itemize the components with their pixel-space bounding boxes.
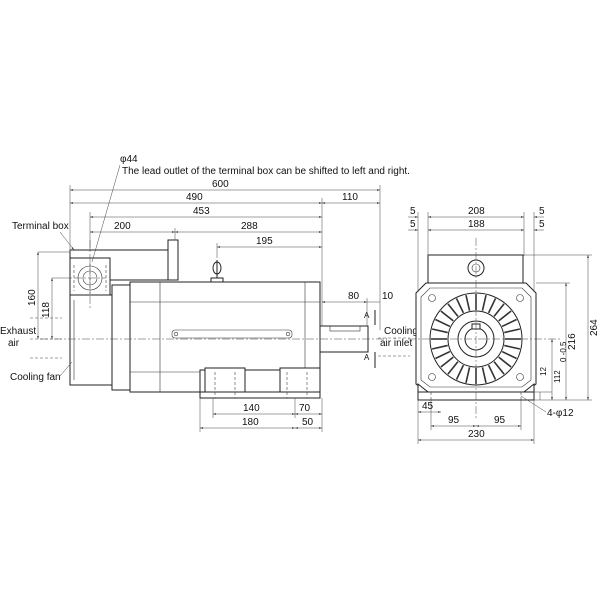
cooling-fin [440,310,454,322]
cooling-fin [447,361,459,375]
front-dim-112-tol: 0 -0.5 [559,341,568,362]
front-view [408,238,560,420]
cooling-fin [493,303,505,317]
cooling-fin [504,328,521,334]
front-terminal-box [427,254,524,284]
terminal-box-label: Terminal box [12,221,69,232]
front-dim-230: 230 [468,429,485,440]
dim-490: 490 [186,192,203,203]
cooling-fin [455,364,465,380]
cooling-fin [493,361,505,375]
cooling-fin [435,350,451,360]
front-dim-208: 208 [468,206,485,217]
front-dim-5a: 5 [410,206,416,217]
cooling-fin [501,318,517,328]
cooling-fin [435,318,451,328]
dim-160: 160 [27,289,38,306]
side-dimensions-top: 600 490 110 453 200 288 195 80 10 [69,179,394,330]
cooling-air-label-1: Cooling [384,326,418,337]
cooling-fan-label: Cooling fan [10,372,61,383]
side-dimensions-left: 160 118 [27,251,72,339]
cooling-fin [487,364,497,380]
cooling-fin [498,310,512,322]
front-dimensions-bottom: 45 95 95 230 4-φ12 [417,395,574,444]
front-dim-95b: 95 [494,415,506,426]
cooling-fin [465,294,471,311]
front-dim-216: 216 [567,333,578,350]
fan-cover [69,294,113,386]
dim-10: 10 [382,291,394,302]
dim-600: 600 [212,179,229,190]
cooling-fin [440,356,454,368]
side-view: A A [30,239,410,399]
cooling-fin [431,344,448,350]
phi44-note: φ44 [120,154,138,165]
side-dimensions-bottom: 140 70 180 50 [199,398,323,432]
dim-140: 140 [243,403,260,414]
cooling-air-label-2: air inlet [380,338,412,349]
dim-50: 50 [302,417,314,428]
cooling-fin [504,344,521,350]
dim-200: 200 [114,221,131,232]
dim-453: 453 [193,206,210,217]
front-dim-112: 112 [553,370,562,383]
cooling-fin [498,356,512,368]
cooling-fin [431,328,448,334]
cooling-fin [455,298,465,314]
front-dim-12: 12 [539,367,548,376]
front-dim-188: 188 [468,219,485,230]
dim-195: 195 [256,236,273,247]
dim-110: 110 [342,192,358,203]
dim-180: 180 [242,417,259,428]
exhaust-air-label-2: air [8,338,20,349]
front-dimensions-right: 264 216 112 0 -0.5 12 [524,254,600,401]
section-a-bottom: A [364,353,370,362]
front-dim-264: 264 [589,319,600,336]
cooling-fin [501,350,517,360]
exhaust-air-arrows [30,317,62,359]
cooling-fin [481,294,487,311]
front-dim-45: 45 [422,401,434,412]
cooling-fin [447,303,459,317]
cooling-air-arrows [378,337,410,357]
front-dimensions-top: 5 208 5 5 188 5 [408,206,545,292]
front-dim-5b: 5 [539,206,545,217]
lead-outlet-note: The lead outlet of the terminal box can … [122,166,410,177]
nameplate-slot [171,329,293,339]
holes-label: 4-φ12 [547,408,574,419]
front-dim-95a: 95 [448,415,460,426]
dim-80: 80 [348,291,360,302]
dim-70: 70 [299,403,311,414]
front-dim-5c: 5 [410,219,416,230]
cooling-fin [481,367,487,384]
cooling-fins [431,294,521,384]
dim-118: 118 [41,302,52,318]
cooling-fin [465,367,471,384]
exhaust-air-label-1: Exhaust [0,326,36,337]
front-dim-5d: 5 [539,219,545,230]
eye-bolt [212,261,222,275]
cooling-fin [487,298,497,314]
dim-288: 288 [241,221,258,232]
